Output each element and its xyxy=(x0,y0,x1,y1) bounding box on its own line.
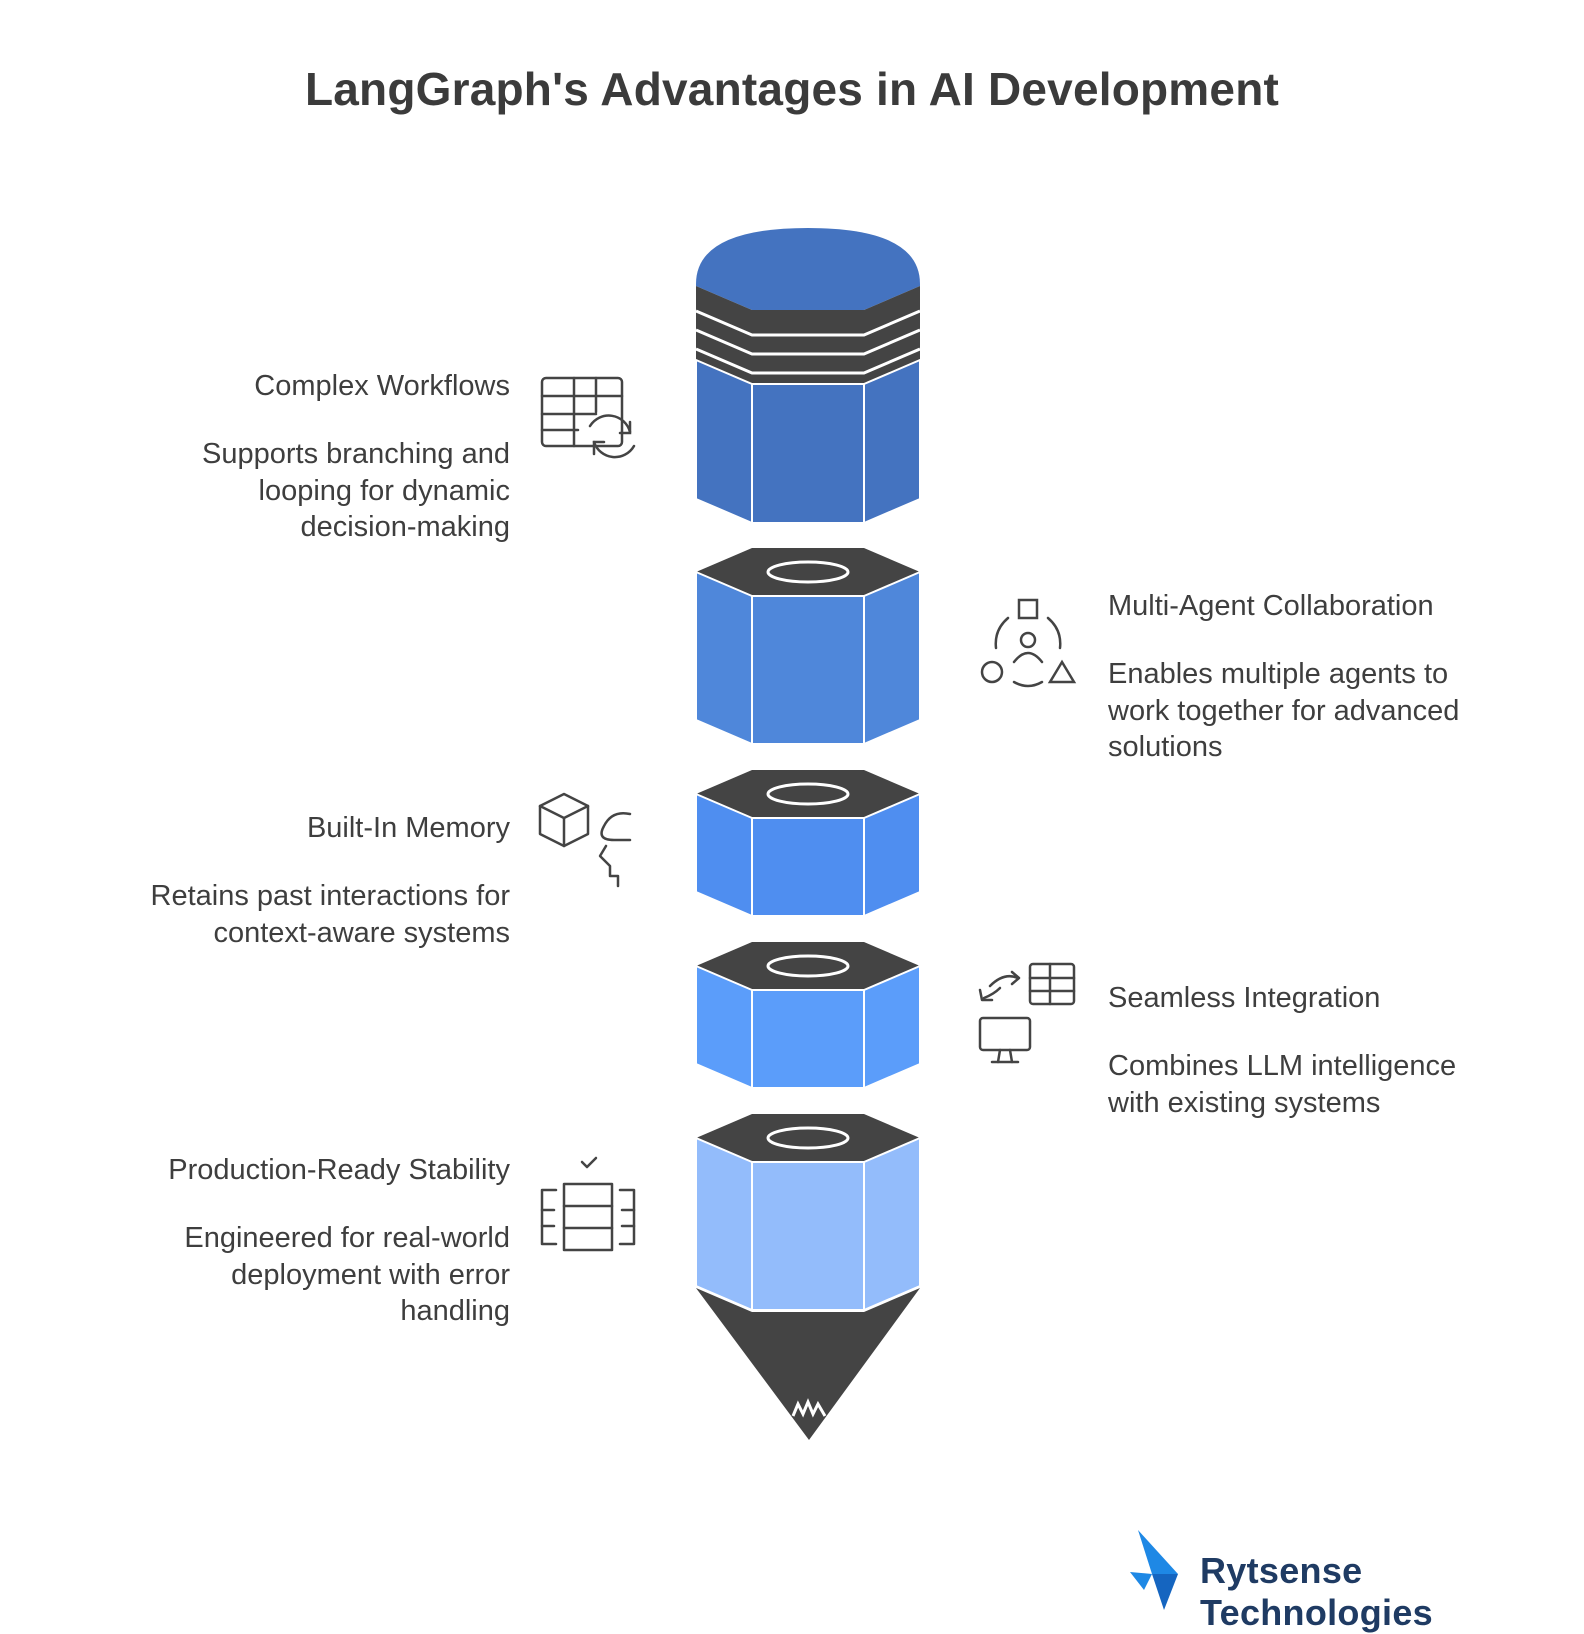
team-shapes-icon xyxy=(980,598,1077,688)
item-description: Engineered for real-world deployment wit… xyxy=(184,1222,510,1327)
pencil-segment-3 xyxy=(695,770,921,918)
item-description: Retains past interactions for context-aw… xyxy=(150,880,510,949)
integration-icon xyxy=(978,962,1076,1064)
item-description: Enables multiple agents to work together… xyxy=(1108,658,1460,763)
brand-name: Rytsense Technologies xyxy=(1200,1550,1433,1633)
item-heading: Seamless Integration xyxy=(1108,982,1381,1014)
pencil-segment-1 xyxy=(695,228,921,525)
segment-1-left-face xyxy=(695,358,753,525)
item-description: Combines LLM intelligence with existing … xyxy=(1108,1050,1457,1119)
item-heading: Complex Workflows xyxy=(254,370,510,402)
item-description: Supports branching and looping for dynam… xyxy=(202,438,510,543)
diagram-title: LangGraph's Advantages in AI Development xyxy=(304,63,1280,115)
item-built-in-memory: Built-In Memory Retains past interaction… xyxy=(130,810,510,951)
cube-head-icon xyxy=(538,792,632,888)
item-production-ready-stability: Production-Ready Stability Engineered fo… xyxy=(130,1152,510,1330)
segment-1-right-face xyxy=(863,358,921,525)
item-multi-agent-collaboration: Multi-Agent Collaboration Enables multip… xyxy=(1108,588,1488,766)
eraser-top xyxy=(696,228,920,310)
pencil-segment-4 xyxy=(695,942,921,1090)
brand-logo xyxy=(1130,1530,1178,1610)
item-heading: Multi-Agent Collaboration xyxy=(1108,590,1434,622)
pencil-tip xyxy=(696,1288,920,1440)
table-refresh-icon xyxy=(540,376,636,459)
item-complex-workflows: Complex Workflows Supports branching and… xyxy=(130,368,510,546)
pencil-segment-5 xyxy=(695,1114,921,1440)
item-heading: Built-In Memory xyxy=(306,812,510,844)
item-seamless-integration: Seamless Integration Combines LLM intell… xyxy=(1108,980,1488,1121)
server-check-icon xyxy=(540,1156,636,1252)
item-heading: Production-Ready Stability xyxy=(168,1154,510,1186)
pencil-segment-2 xyxy=(695,548,921,746)
segment-1-front-face xyxy=(751,383,865,524)
